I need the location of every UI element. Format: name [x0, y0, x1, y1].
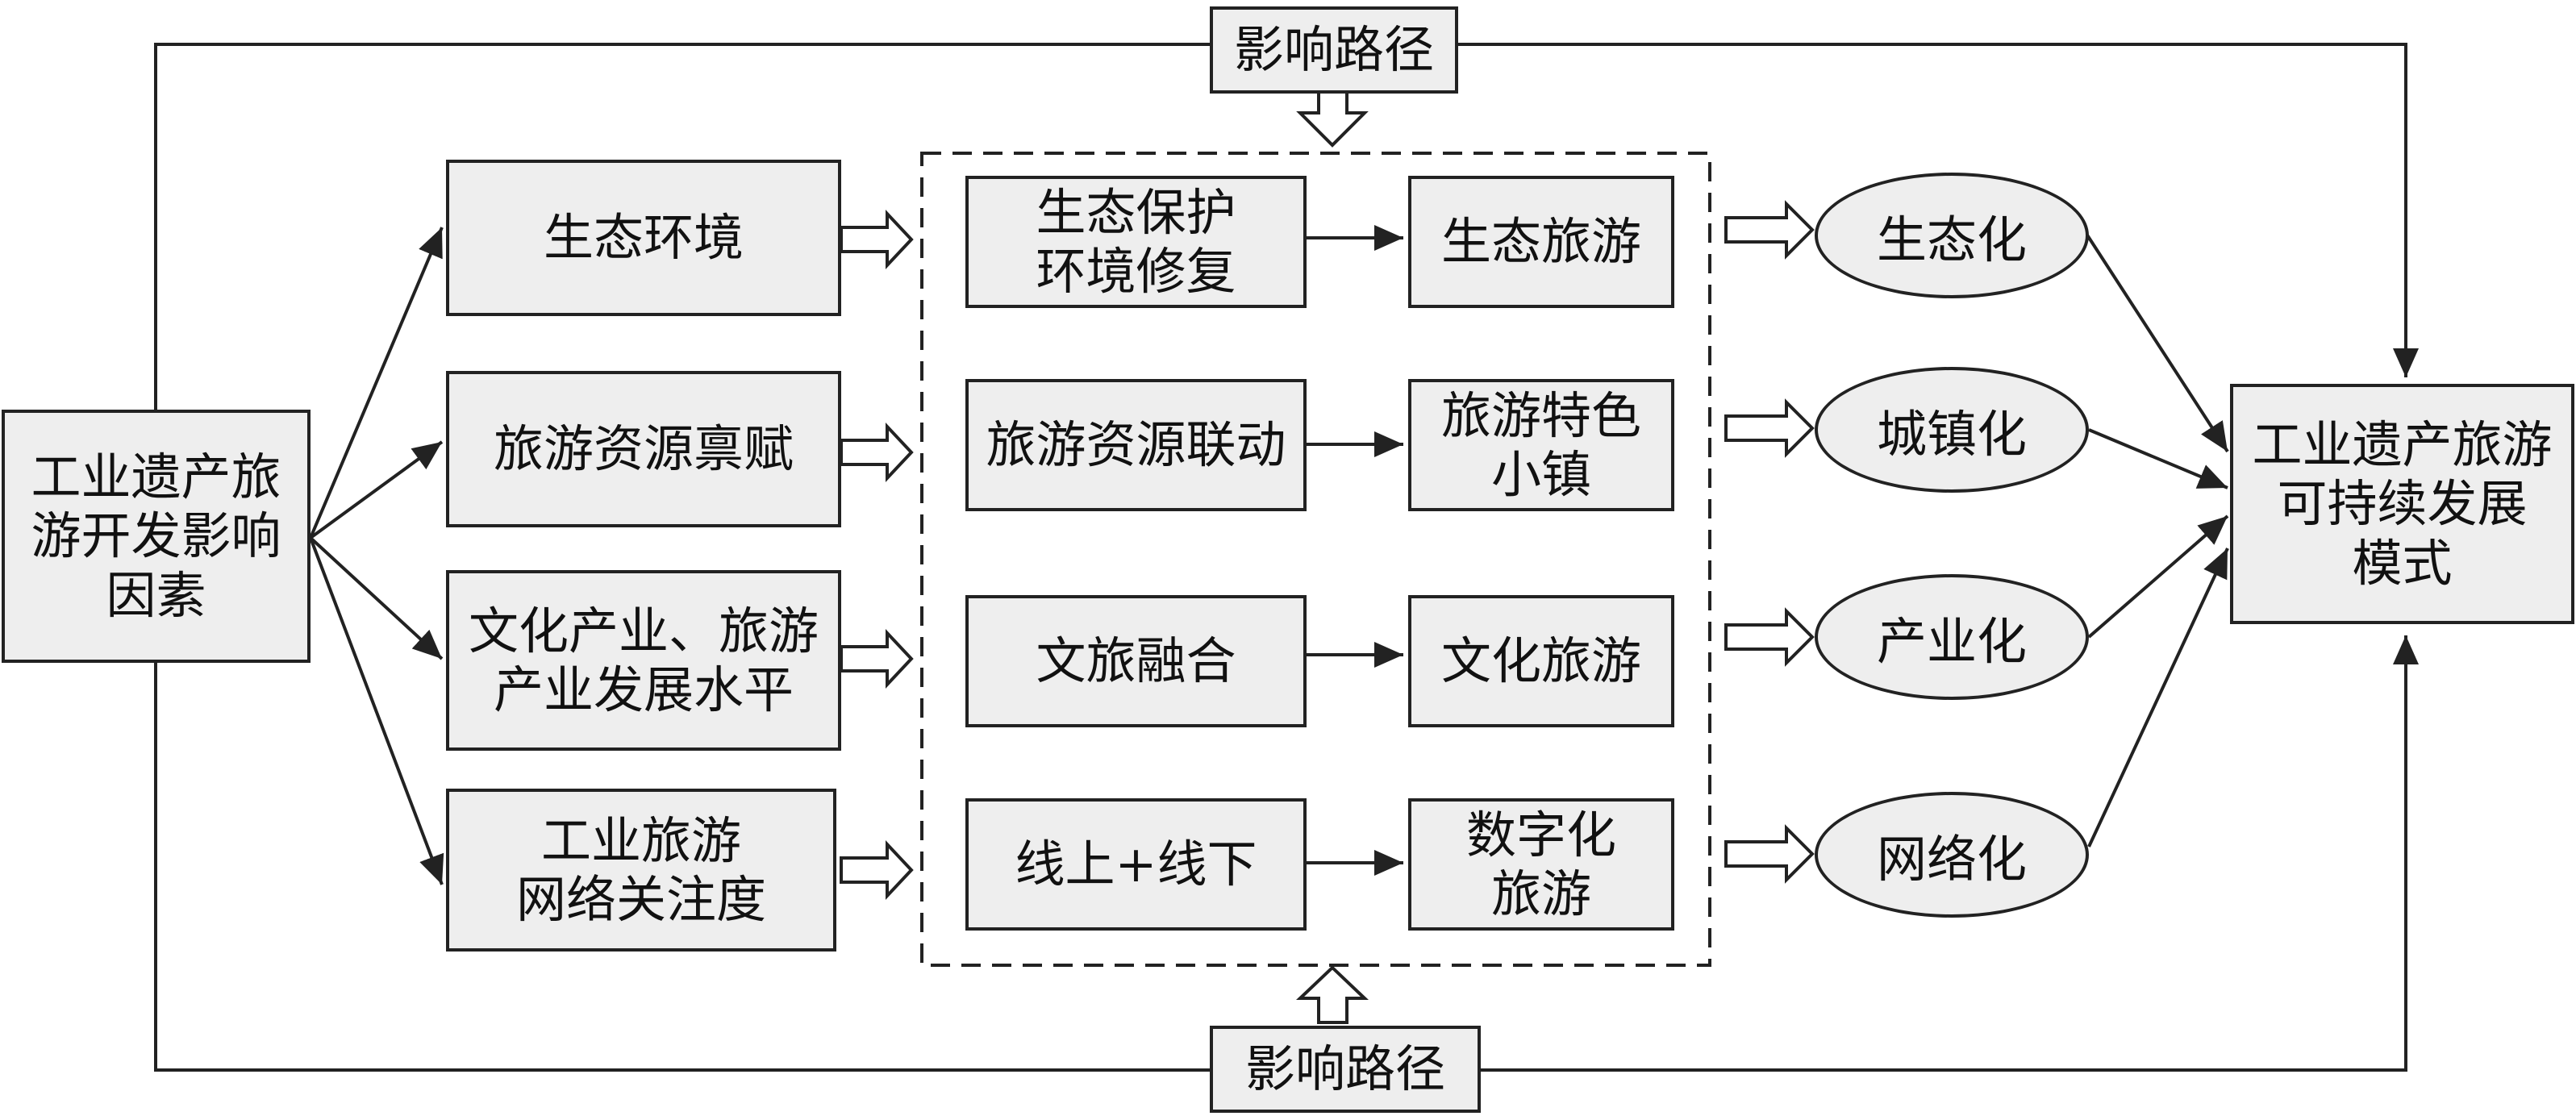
- product-text-3: 文化旅游: [1440, 631, 1641, 691]
- factor-text-2: 旅游资源禀赋: [493, 419, 794, 479]
- path-box-4: 线上+线下: [965, 798, 1307, 931]
- factor-box-4: 工业旅游 网络关注度: [446, 789, 836, 952]
- block-arrow-top: [1296, 85, 1369, 148]
- product-text-4: 数字化 旅游: [1465, 805, 1616, 923]
- block-arrow-bottom: [1295, 965, 1369, 1024]
- mode-text-1: 生态化: [1876, 210, 2027, 269]
- mode-text-2: 城镇化: [1876, 405, 2027, 464]
- target-box: 工业遗产旅游 可持续发展 模式: [2230, 384, 2574, 624]
- block-arrow-3: [840, 628, 914, 689]
- frame-bottom-line: [154, 663, 1210, 1072]
- path-text-4: 线上+线下: [1015, 835, 1257, 894]
- path-box-3: 文旅融合: [965, 595, 1307, 727]
- path-label-bottom-text: 影响路径: [1244, 1039, 1445, 1099]
- block-arrow-1: [840, 209, 914, 270]
- source-text: 工业遗产旅 游开发影响 因素: [31, 448, 281, 625]
- product-box-3: 文化旅游: [1408, 595, 1674, 727]
- frame-top-right-line: [1458, 43, 2419, 377]
- product-box-1: 生态旅游: [1408, 176, 1674, 308]
- source-box: 工业遗产旅 游开发影响 因素: [2, 410, 311, 663]
- block-arrow-6: [1724, 398, 1815, 458]
- path-text-3: 文旅融合: [1036, 631, 1236, 691]
- path-label-top: 影响路径: [1210, 6, 1458, 94]
- block-arrow-5: [1724, 200, 1815, 260]
- mode-text-4: 网络化: [1876, 830, 2027, 889]
- block-arrow-8: [1724, 824, 1815, 884]
- mode-ellipse-1: 生态化: [1815, 173, 2089, 298]
- path-label-bottom: 影响路径: [1210, 1026, 1481, 1113]
- path-group-dashed: [920, 152, 1711, 967]
- factor-text-1: 生态环境: [543, 208, 744, 268]
- mode-ellipse-4: 网络化: [1815, 792, 2089, 918]
- product-text-2: 旅游特色 小镇: [1440, 385, 1641, 504]
- mode-ellipse-2: 城镇化: [1815, 367, 2089, 493]
- path-text-2: 旅游资源联动: [986, 415, 1286, 475]
- factor-box-1: 生态环境: [446, 160, 841, 316]
- path-box-2: 旅游资源联动: [965, 379, 1307, 511]
- frame-bottom-right-line: [1481, 635, 2419, 1072]
- path-box-1: 生态保护 环境修复: [965, 176, 1307, 308]
- path-text-1: 生态保护 环境修复: [1036, 182, 1236, 301]
- product-box-2: 旅游特色 小镇: [1408, 379, 1674, 511]
- product-text-1: 生态旅游: [1440, 212, 1641, 272]
- frame-top-line: [154, 43, 1210, 410]
- mode-ellipse-3: 产业化: [1815, 574, 2089, 700]
- factor-box-3: 文化产业、旅游 产业发展水平: [446, 570, 841, 751]
- path-label-top-text: 影响路径: [1233, 20, 1434, 80]
- mode-text-3: 产业化: [1876, 612, 2027, 671]
- block-arrow-7: [1724, 607, 1815, 667]
- factor-box-2: 旅游资源禀赋: [446, 371, 841, 527]
- product-box-4: 数字化 旅游: [1408, 798, 1674, 931]
- factor-text-4: 工业旅游 网络关注度: [515, 810, 766, 929]
- factor-text-3: 文化产业、旅游 产业发展水平: [468, 601, 819, 719]
- block-arrow-2: [840, 422, 914, 483]
- block-arrow-4: [840, 839, 914, 901]
- target-text: 工业遗产旅游 可持续发展 模式: [2252, 415, 2553, 593]
